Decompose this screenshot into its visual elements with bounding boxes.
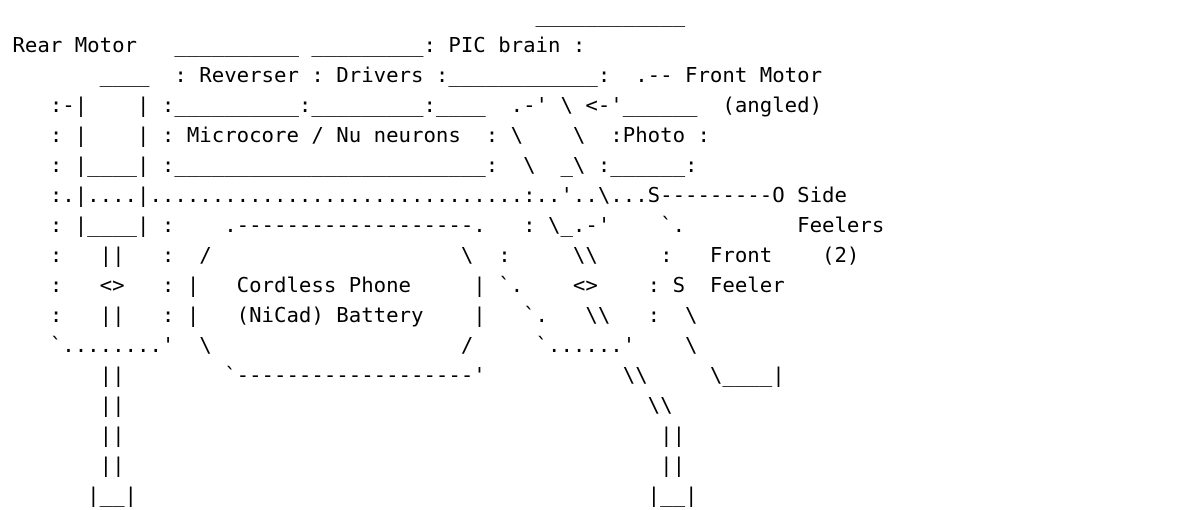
diagram-line-cordless-phone: : <> : | Cordless Phone | `. <> : S Feel… (0, 273, 785, 297)
diagram-line-pic-brain-top: ____________ (0, 3, 686, 27)
diagram-line-front-label: : || : / \ : \\ : Front (2) (0, 243, 860, 267)
diagram-line-battery-top: : |____| : .-------------------. : \_.-'… (0, 213, 885, 237)
diagram-line-legs-2: || \\ (0, 393, 673, 417)
diagram-line-feet: |__| |__| (0, 483, 698, 507)
diagram-line-reverser-drivers: ____ : Reverser : Drivers :____________:… (0, 63, 823, 87)
diagram-line-microcore: : | | : Microcore / Nu neurons : \ \ :Ph… (0, 123, 710, 147)
diagram-line-legs-1: || `-------------------' \\ \____| (0, 363, 785, 387)
diagram-line-battery-bottom: `........' \ / `......' \ (0, 333, 698, 357)
diagram-line-side-feeler: :.|....|..............................:.… (0, 183, 847, 207)
diagram-line-legs-4: || || (0, 453, 686, 477)
diagram-line-front-motor-angled: :-| | :__________:_________:____ .-' \ <… (0, 93, 823, 117)
diagram-line-nicad-battery: : || : | (NiCad) Battery | `. \\ : \ (0, 303, 698, 327)
diagram-line-rear-motor-label: Rear Motor __________ _________: PIC bra… (0, 33, 586, 57)
diagram-line-legs-3: || || (0, 423, 686, 447)
diagram-line-microcore-bottom: : |____| :_________________________: \ _… (0, 153, 698, 177)
ascii-robot-diagram: ____________ Rear Motor __________ _____… (0, 3, 885, 507)
